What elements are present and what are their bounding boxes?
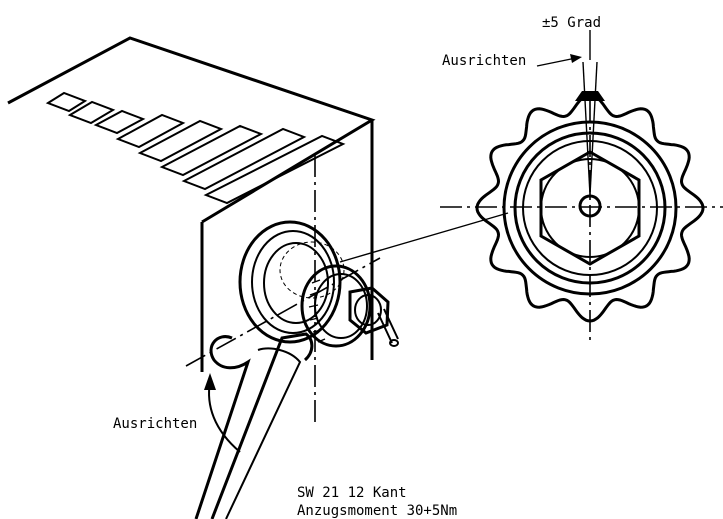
alignment-mark: [575, 91, 605, 101]
valve-hex-nut: [348, 286, 390, 335]
valve-pin: [377, 308, 399, 344]
align-label-left: Ausrichten: [113, 416, 197, 432]
tolerance-line-right: [589, 61, 598, 196]
valve-knob: [300, 264, 372, 348]
align-pointer-line: [536, 57, 577, 67]
tolerance-label: ±5 Grad: [542, 15, 601, 31]
torque-label: Anzugsmoment 30+5Nm: [297, 503, 457, 519]
valve-flange: [238, 220, 342, 344]
wrench-left-edge: [194, 335, 251, 519]
align-label-top: Ausrichten: [442, 53, 526, 69]
detail-circle: [279, 241, 345, 299]
wrench-right-edge: [210, 332, 314, 519]
radiator-slots: [45, 91, 346, 205]
hex-nut-view: [539, 150, 641, 266]
rotation-arrow: [208, 381, 241, 453]
radiator: [7, 36, 399, 519]
detail-view: [440, 30, 723, 345]
tolerance-line-left: [582, 61, 591, 196]
arrowhead-icon: [204, 373, 216, 390]
detail-leader: [339, 212, 509, 263]
wrench-size-label: SW 21 12 Kant: [297, 485, 407, 501]
arrowhead-icon: [570, 54, 582, 63]
wrench-inner-edge: [225, 347, 302, 519]
